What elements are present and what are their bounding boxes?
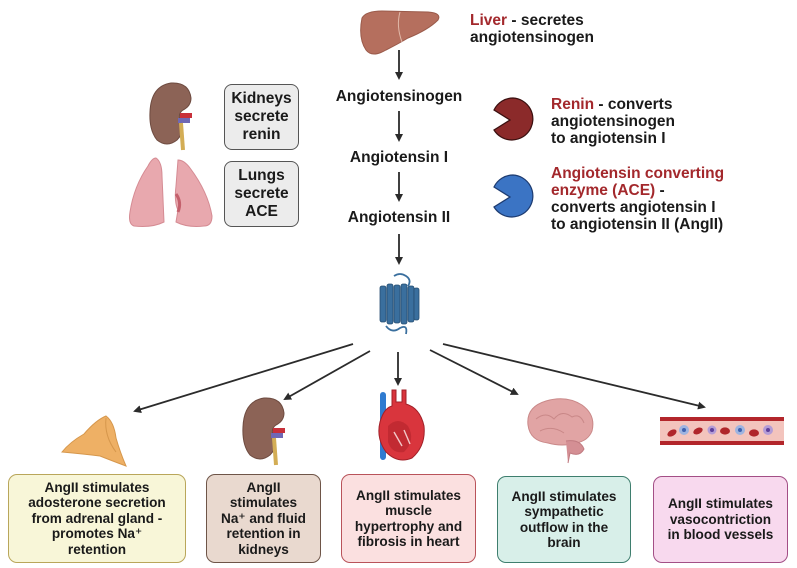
- ace-enzyme-icon: [493, 174, 534, 218]
- at1-receptor-icon: [379, 273, 420, 335]
- blood-vessel-icon: [660, 417, 784, 445]
- kidney-icon: [149, 82, 192, 151]
- arrow-to-brain: [429, 349, 519, 395]
- kidneys-line-3: renin: [242, 126, 281, 143]
- renin-name: Renin: [551, 96, 595, 113]
- arrow-to-blood-vessel: [442, 343, 706, 410]
- ace-name-line1: Angiotensin converting: [551, 165, 725, 182]
- step-angiotensin-2: Angiotensin II: [347, 209, 451, 226]
- lungs-line-2: secrete: [234, 185, 289, 202]
- ace-label: Angiotensin converting enzyme (ACE) - co…: [551, 165, 724, 233]
- liver-desc-line2: angiotensinogen: [470, 29, 594, 46]
- ace-desc-rest: -: [655, 182, 665, 199]
- heart-icon: [378, 389, 425, 461]
- renin-desc-line3: to angiotensin I: [551, 130, 666, 147]
- liver-icon: [360, 10, 440, 55]
- step-angiotensin-1: Angiotensin I: [349, 149, 449, 166]
- liver-label: Liver - secretes angiotensinogen: [470, 12, 594, 46]
- arrow-to-kidney: [283, 350, 371, 400]
- renin-desc-rest: - converts: [594, 96, 673, 113]
- renin-label: Renin - converts angiotensinogen to angi…: [551, 96, 675, 147]
- liver-name: Liver: [470, 12, 508, 29]
- liver-desc-rest: - secretes: [507, 12, 584, 29]
- brain-icon: [527, 398, 594, 464]
- renin-desc-line2: angiotensinogen: [551, 113, 675, 130]
- kidneys-line-2: secrete: [234, 108, 289, 125]
- lungs-icon: [129, 157, 213, 227]
- step-angiotensinogen: Angiotensinogen: [335, 88, 463, 105]
- renin-enzyme-icon: [493, 97, 534, 141]
- ace-name-line2: enzyme (ACE): [551, 182, 656, 199]
- kidney-icon-bottom: [242, 397, 285, 466]
- kidneys-line-1: Kidneys: [231, 90, 292, 107]
- arrow-to-adrenal: [133, 343, 354, 414]
- lungs-line-3: ACE: [245, 203, 278, 220]
- ace-desc-line3: converts angiotensin I: [551, 199, 716, 216]
- ace-desc-line4: to angiotensin II (AngII): [551, 216, 724, 233]
- adrenal-gland-icon: [61, 415, 127, 467]
- lungs-line-1: Lungs: [238, 167, 285, 184]
